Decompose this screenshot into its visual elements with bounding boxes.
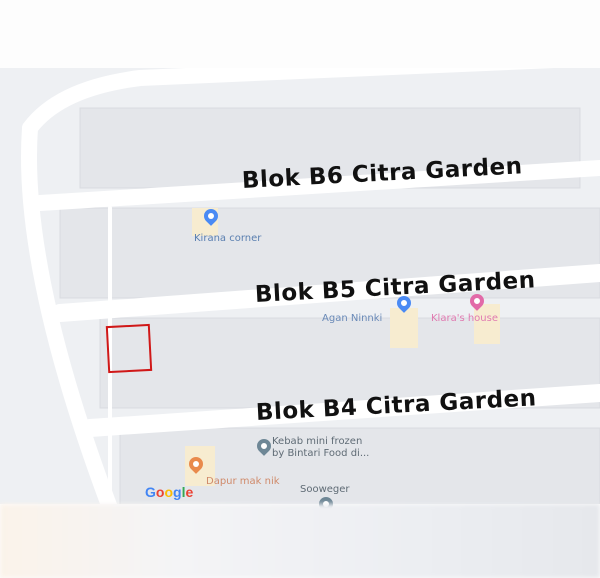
highlighted-plot-marker	[105, 323, 153, 374]
blurred-bottom-area	[0, 504, 600, 578]
map-roads	[21, 68, 600, 504]
poi-label-line: by Bintari Food di...	[272, 448, 370, 459]
poi-label: Kirana corner	[194, 233, 262, 244]
poi-label: Klara's house	[431, 313, 498, 324]
google-logo: Google	[145, 484, 194, 500]
road	[81, 384, 600, 437]
road	[51, 264, 600, 322]
road	[22, 68, 555, 136]
building	[390, 308, 418, 348]
road	[21, 120, 118, 504]
poi-label: Sooweger	[300, 484, 350, 495]
poi-label: Agan Ninnki	[322, 313, 383, 324]
map-view[interactable]	[0, 68, 600, 504]
building	[474, 304, 500, 344]
poi-label: Dapur mak nik	[206, 476, 280, 487]
poi-label-line: Kebab mini frozen	[272, 436, 363, 447]
road	[32, 160, 600, 211]
poi-label: Kebab mini frozen by Bintari Food di...	[272, 436, 369, 460]
